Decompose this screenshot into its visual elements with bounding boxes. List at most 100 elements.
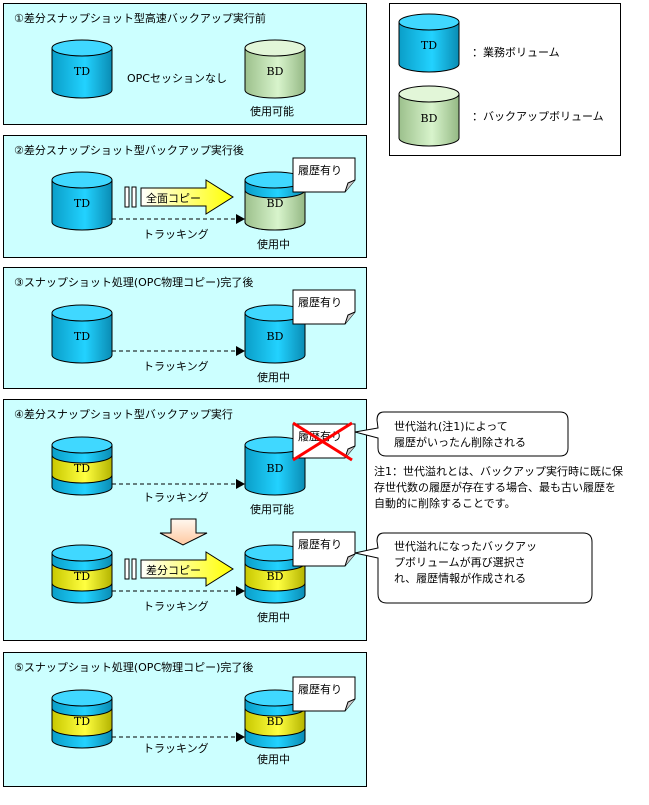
footnote-generation-overflow: 注1：世代溢れとは、バックアップ実行時に既に保存世代数の履歴が存在する場合、最も… [374,465,623,510]
panel-2-bd-status: 使用中 [257,238,290,251]
tracking-arrowhead [236,214,245,224]
panel-3-history-note: 履歴有り [292,289,356,325]
panel-2-tracking-label: トラッキング [143,228,209,241]
cylinder-changed-band [51,454,113,484]
panel-4-history-note-2: 履歴有り [292,531,356,567]
cylinder-changed-band [244,707,306,737]
panel-3-bd-status: 使用中 [257,371,290,384]
history-note-fold [344,698,356,712]
callout-reselect-line-3: れ、履歴情報が作成される [394,572,527,585]
volume-label: TD [421,39,437,52]
history-note-label: 履歴有り [298,537,342,551]
panel-2-full-copy-arrow: 全面コピー [124,179,234,215]
volume-label: TD [74,65,90,78]
tracking-arrowhead [236,732,245,742]
delete-cross-line [292,421,353,462]
history-note-fold [344,553,356,567]
panel-1-bd-cylinder: BD [244,39,306,99]
callout-overflow-line-1: 世代溢れ(注1)によって [394,420,508,433]
panel-5-tracking-label: トラッキング [143,742,209,755]
cylinder-body [244,47,306,99]
legend-td-cylinder: TD [398,13,460,73]
callout-bubble-reselect [354,532,593,604]
panel-2-title: ②差分スナップショット型バックアップ実行後 [14,144,244,157]
cylinder-body [51,312,113,364]
history-note-fold [344,311,356,325]
panel-4-bd-status-2: 使用中 [257,611,290,624]
panel-4-bd-cylinder-2: BD [244,544,306,604]
panel-5-title: ⑤スナップショット処理(OPC物理コピー)完了後 [14,661,254,674]
copy-arrow-label: 全面コピー [146,191,201,205]
volume-label: TD [74,462,90,475]
panel-5-history-note: 履歴有り [292,676,356,712]
panel-4-td-cylinder-2: TD [51,544,113,604]
panel-1-middle-label: OPCセッションなし [127,72,227,85]
tracking-arrowhead [236,479,245,489]
legend-label-td: ：業務ボリューム [472,46,560,59]
down-arrow-icon [159,518,208,546]
panel-5-bd-cylinder: BD [244,689,306,749]
copy-arrow-label: 差分コピー [146,563,201,577]
copy-arrow-shape [140,551,234,587]
panel-4-tracking-arrow-2 [112,586,245,596]
panel-1-title: ①差分スナップショット型高速バックアップ実行前 [14,12,266,25]
volume-label: BD [421,112,438,125]
history-note-label: 履歴有り [298,295,342,309]
copy-arrow-shape [140,179,234,215]
volume-label: TD [74,197,90,210]
panel-2-history-note: 履歴有り [292,157,356,193]
cylinder-body [51,179,113,231]
cylinder-body [398,21,460,73]
panel-4-bd-status: 使用可能 [250,503,294,516]
cylinder-top [398,13,460,31]
panel-1-td-cylinder: TD [51,39,113,99]
cylinder-body [244,444,306,496]
tracking-arrowhead [236,346,245,356]
panel-4-tracking-arrow [112,479,245,489]
volume-label: TD [74,570,90,583]
cylinder-top [51,304,113,322]
volume-label: BD [267,197,284,210]
panel-3-tracking-label: トラッキング [143,360,209,373]
cylinder-changed-band [244,562,306,592]
panel-4-bd-cylinder: BD [244,436,306,496]
cylinder-top [51,171,113,189]
cylinder-top [51,39,113,57]
cylinder-top [398,85,460,103]
panel-3-tracking-arrow [112,346,245,356]
panel-4-title: ④差分スナップショット型バックアップ実行 [14,408,233,421]
history-note-label: 履歴有り [298,163,342,177]
callout-overflow-delete: 世代溢れ(注1)によって 履歴がいったん削除される [394,419,526,451]
panel-1-bd-status: 使用可能 [250,105,294,118]
cylinder-green-part [244,189,306,231]
copy-bar [131,558,137,580]
tracking-arrowhead [236,586,245,596]
cylinder-top [51,544,113,562]
legend-bd-cylinder: BD [398,85,460,147]
cylinder-changed-band [51,707,113,737]
callout-bubble-overflow [354,411,569,457]
volume-label: TD [74,330,90,343]
volume-label: BD [267,65,284,78]
cylinder-top [51,689,113,707]
volume-label: BD [267,715,284,728]
panel-5-tracking-arrow [112,732,245,742]
callout-overflow-line-2: 履歴がいったん削除される [394,436,526,449]
history-note-label: 履歴有り [298,682,342,696]
panel-4-td-cylinder: TD [51,436,113,496]
copy-bar [124,558,130,580]
cylinder-top [244,39,306,57]
cylinder-body [398,93,460,147]
cylinder-top [51,436,113,454]
cylinder-body [51,47,113,99]
panel-3-title: ③スナップショット処理(OPC物理コピー)完了後 [14,276,254,289]
volume-label: BD [267,330,284,343]
panel-3-td-cylinder: TD [51,304,113,364]
cylinder-body [244,312,306,364]
panel-4-tracking-label: トラッキング [143,491,209,504]
panel-5-td-cylinder: TD [51,689,113,749]
callout-reselect-line-2: プボリュームが再び選択さ [394,556,526,569]
copy-bar [131,186,137,208]
copy-bar [124,186,130,208]
